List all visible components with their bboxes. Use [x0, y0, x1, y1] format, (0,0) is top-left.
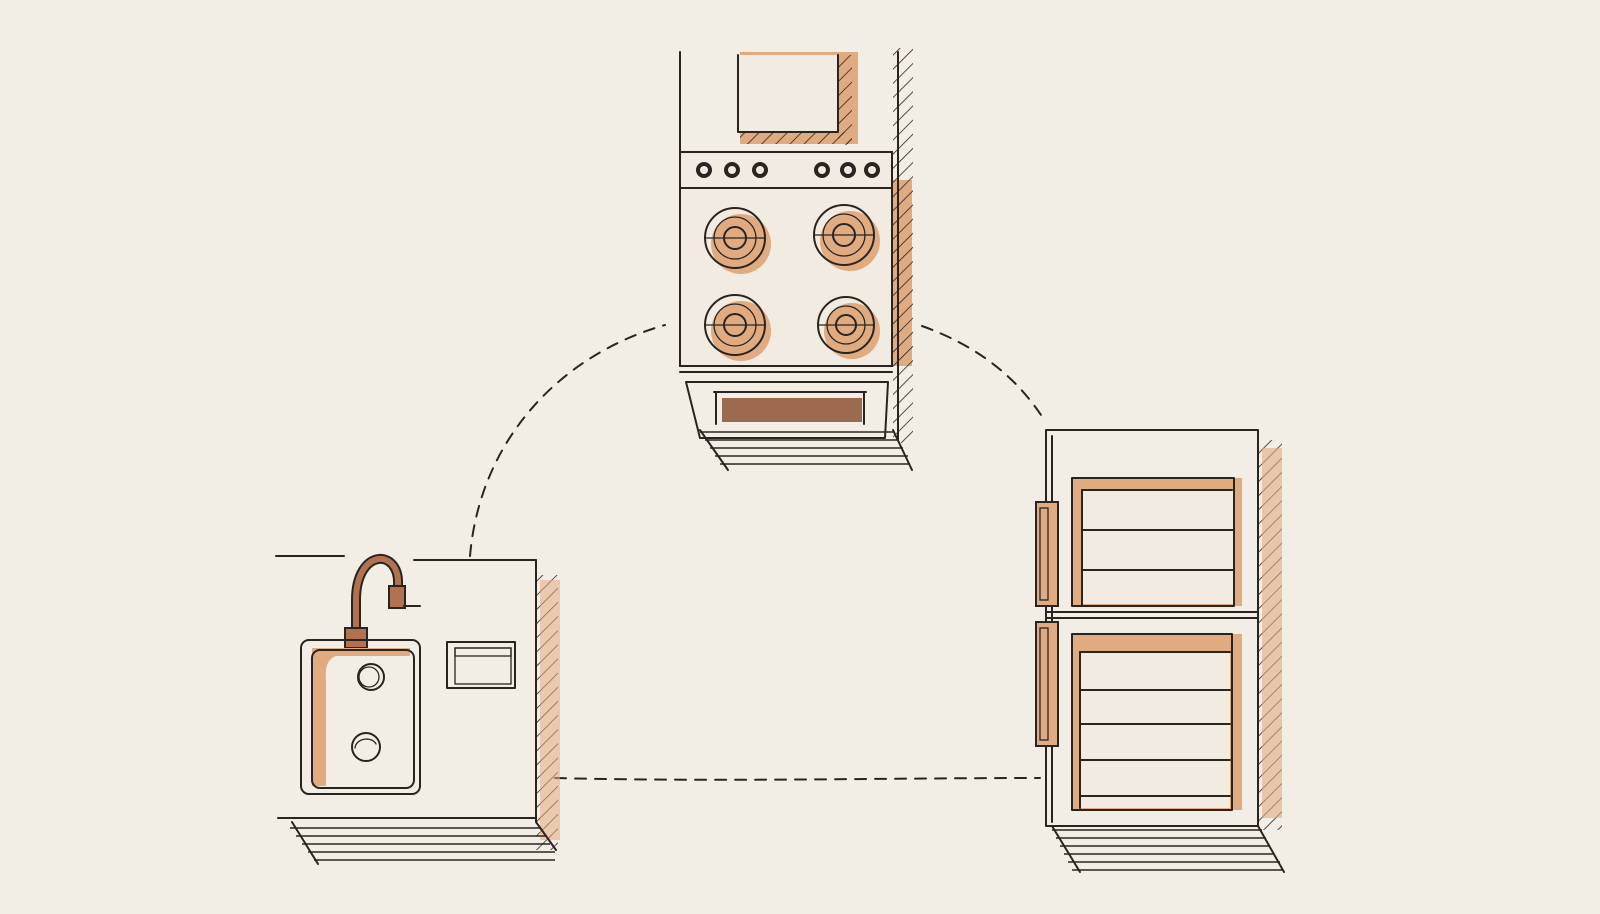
drain-icon	[357, 663, 385, 691]
link-sink-refrigerator	[554, 777, 1041, 781]
knob-icon	[814, 162, 830, 178]
knob-icon	[696, 162, 712, 178]
sink-basin	[300, 639, 421, 795]
drain-icon	[351, 732, 381, 762]
fridge-compartment	[1071, 633, 1242, 811]
stove-knobs	[696, 162, 880, 178]
door-handle-icon	[1035, 501, 1059, 607]
soap-tray	[446, 641, 516, 689]
burner-icon	[704, 294, 771, 361]
knob-icon	[840, 162, 856, 178]
range-hood-cabinet	[736, 55, 838, 133]
door-handle-icon	[1035, 621, 1059, 747]
knob-icon	[724, 162, 740, 178]
refrigerator-floor-shadow	[1051, 825, 1285, 873]
knob-icon	[752, 162, 768, 178]
burner-icon	[704, 207, 771, 274]
stove-floor-shadow	[699, 429, 913, 471]
oven-window	[722, 398, 862, 422]
freezer-compartment	[1071, 477, 1242, 607]
sink-counter	[275, 554, 560, 865]
link-sink-stove	[469, 324, 666, 557]
burners	[704, 204, 880, 361]
oven-door	[679, 371, 893, 439]
stove	[679, 48, 913, 471]
counter-floor-shadow	[277, 817, 555, 865]
link-stove-refrigerator	[921, 325, 1044, 419]
faucet-icon	[344, 554, 421, 649]
refrigerator	[1035, 429, 1285, 873]
burner-icon	[813, 204, 880, 271]
knob-icon	[864, 162, 880, 178]
work-triangle-links	[469, 324, 1044, 781]
burner-icon	[817, 296, 880, 359]
